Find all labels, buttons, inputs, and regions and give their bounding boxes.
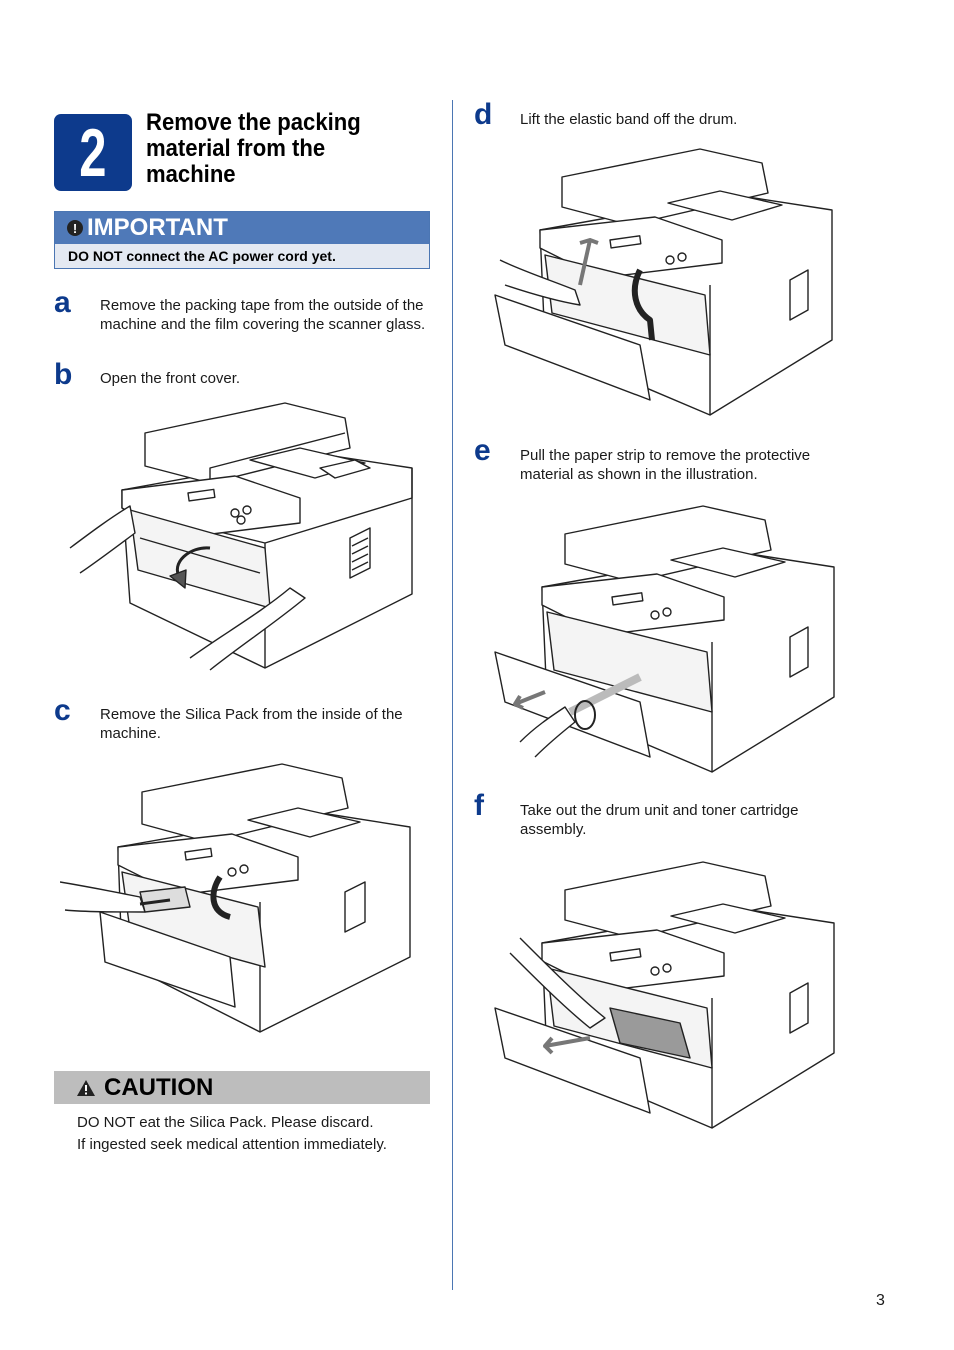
step-text-f: Take out the drum unit and toner cartrid… — [520, 802, 799, 838]
important-text: DO NOT connect the AC power cord yet. — [55, 244, 429, 268]
important-header: ! IMPORTANT — [55, 212, 429, 244]
step-number: 2 — [79, 114, 107, 191]
caution-text: DO NOT eat the Silica Pack. Please disca… — [77, 1112, 387, 1156]
step-letter-c: c — [54, 694, 71, 727]
column-divider — [452, 100, 453, 1290]
section-title: Remove the packing material from the mac… — [146, 109, 361, 188]
illustration-pull-paper-strip — [490, 502, 840, 777]
step-text-e: Pull the paper strip to remove the prote… — [520, 447, 811, 483]
step-text-c: Remove the Silica Pack from the inside o… — [100, 706, 403, 742]
illustration-remove-drum-unit — [490, 858, 840, 1133]
step-text-d: Lift the elastic band off the drum. — [520, 111, 738, 128]
step-text-b: Open the front cover. — [100, 370, 241, 387]
step-letter-a: a — [54, 286, 71, 319]
page-number: 3 — [876, 1292, 885, 1309]
illustration-open-front-cover — [60, 398, 430, 673]
step-letter-d: d — [474, 98, 493, 131]
step-letter-f: f — [474, 789, 484, 822]
important-label: IMPORTANT — [87, 214, 228, 241]
caution-line-2: If ingested seek medical attention immed… — [77, 1136, 387, 1153]
caution-banner: CAUTION — [54, 1071, 430, 1104]
caution-line-1: DO NOT eat the Silica Pack. Please disca… — [77, 1114, 374, 1131]
caution-label: CAUTION — [104, 1073, 214, 1101]
illustration-lift-elastic-band — [490, 145, 840, 420]
step-text-a: Remove the packing tape from the outside… — [100, 297, 426, 333]
illustration-remove-silica-pack — [60, 762, 430, 1037]
warning-triangle-icon — [77, 1079, 95, 1096]
exclamation-icon: ! — [67, 220, 83, 236]
step-letter-b: b — [54, 358, 73, 391]
step-number-badge: 2 — [54, 114, 132, 191]
important-notice: ! IMPORTANT DO NOT connect the AC power … — [54, 211, 430, 269]
step-letter-e: e — [474, 434, 491, 467]
